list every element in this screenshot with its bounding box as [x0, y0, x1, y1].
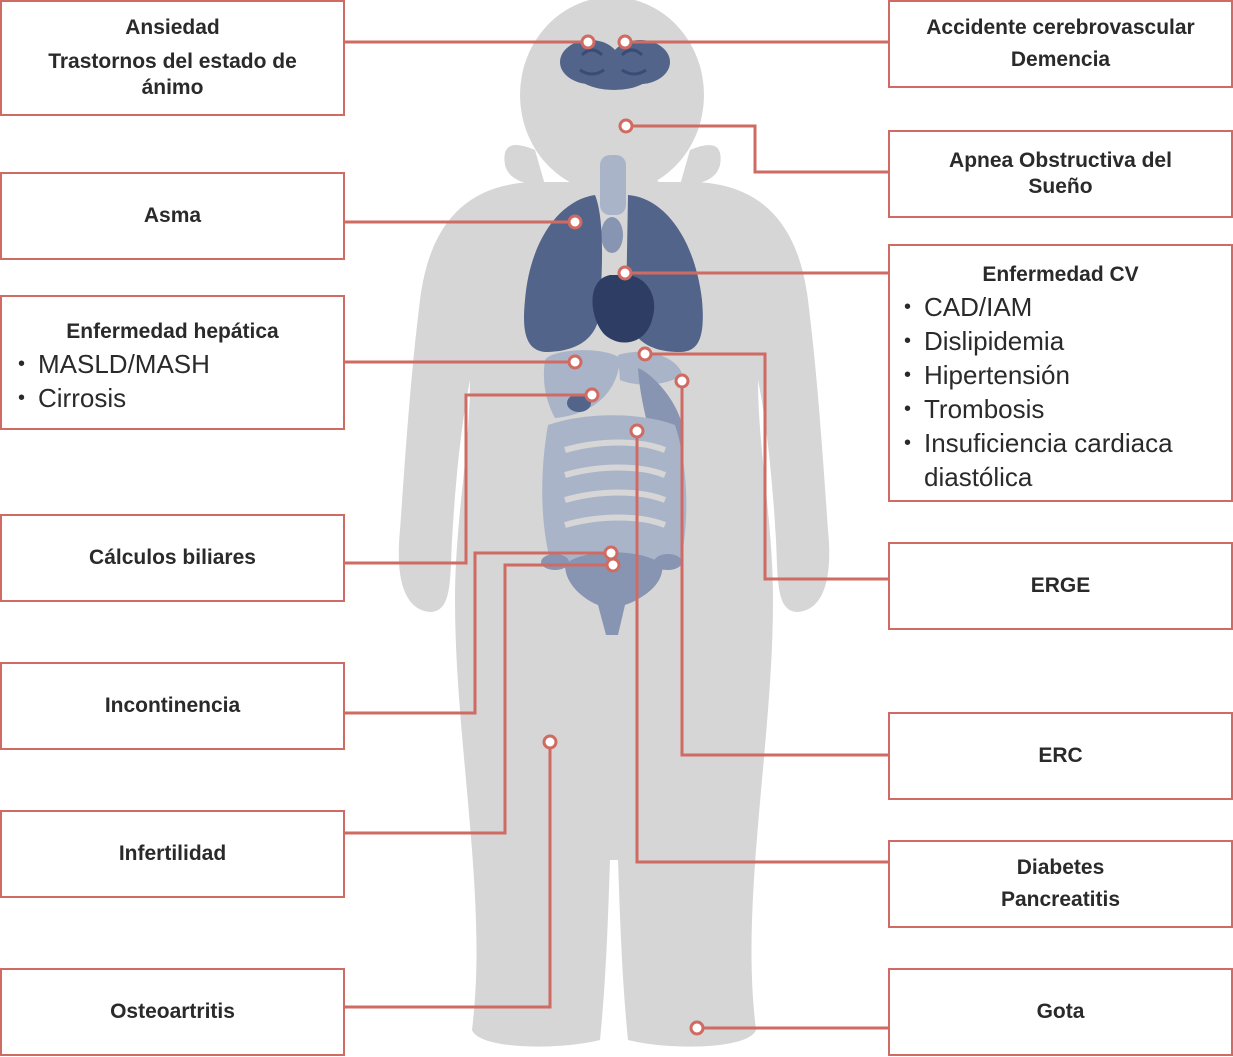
organs	[524, 40, 703, 635]
label-box-asthma: Asma	[0, 172, 345, 260]
liver-item: Cirrosis	[18, 381, 343, 415]
label-diabetes-line2: Pancreatitis	[1000, 888, 1121, 911]
label-box-anxiety: Ansiedad Trastornos del estado de ánimo	[0, 0, 345, 116]
label-box-ckd: ERC	[888, 712, 1233, 800]
label-stroke-line1: Accidente cerebrovascular	[926, 16, 1195, 39]
cvd-item: Dislipidemia	[904, 324, 1231, 358]
cvd-items: CAD/IAM Dislipidemia Hipertensión Trombo…	[904, 290, 1231, 494]
connector-lines	[345, 40, 888, 1030]
label-stroke-line2: Demencia	[1010, 48, 1111, 71]
label-diabetes-line1: Diabetes	[1016, 856, 1105, 879]
label-ckd: ERC	[1038, 744, 1083, 767]
label-box-stroke: Accidente cerebrovascular Demencia	[888, 0, 1233, 88]
label-box-cvd: Enfermedad CV CAD/IAM Dislipidemia Hiper…	[888, 244, 1233, 502]
cvd-item: CAD/IAM	[904, 290, 1231, 324]
label-box-gallstones: Cálculos biliares	[0, 514, 345, 602]
label-box-gout: Gota	[888, 968, 1233, 1056]
label-box-gerd: ERGE	[888, 542, 1233, 630]
label-anxiety-line1: Ansiedad	[125, 16, 220, 39]
label-box-liver: Enfermedad hepática MASLD/MASH Cirrosis	[0, 295, 345, 430]
label-anxiety-line2: Trastornos del estado de ánimo	[48, 50, 297, 99]
cvd-item: Trombosis	[904, 392, 1231, 426]
label-gerd: ERGE	[1030, 574, 1091, 597]
cvd-item: Insuficiencia cardiaca diastólica	[904, 426, 1231, 494]
label-box-incontinence: Incontinencia	[0, 662, 345, 750]
label-box-osteoarthritis: Osteoartritis	[0, 968, 345, 1056]
label-osa: Apnea Obstructiva del Sueño	[949, 149, 1172, 198]
label-incontinence: Incontinencia	[104, 694, 241, 717]
label-osteoarthritis: Osteoartritis	[110, 1000, 235, 1023]
label-infertility: Infertilidad	[118, 842, 227, 865]
cvd-item: Hipertensión	[904, 358, 1231, 392]
label-box-diabetes: Diabetes Pancreatitis	[888, 840, 1233, 928]
label-asthma: Asma	[143, 204, 202, 227]
label-box-osa: Apnea Obstructiva del Sueño	[888, 130, 1233, 218]
liver-item: MASLD/MASH	[18, 347, 343, 381]
label-gallstones: Cálculos biliares	[89, 546, 256, 569]
label-cvd-title: Enfermedad CV	[982, 263, 1139, 286]
label-box-infertility: Infertilidad	[0, 810, 345, 898]
label-gout: Gota	[1036, 1000, 1085, 1023]
label-liver-title: Enfermedad hepática	[66, 320, 279, 343]
liver-items: MASLD/MASH Cirrosis	[18, 347, 343, 415]
anchor-dots	[542, 34, 705, 1036]
